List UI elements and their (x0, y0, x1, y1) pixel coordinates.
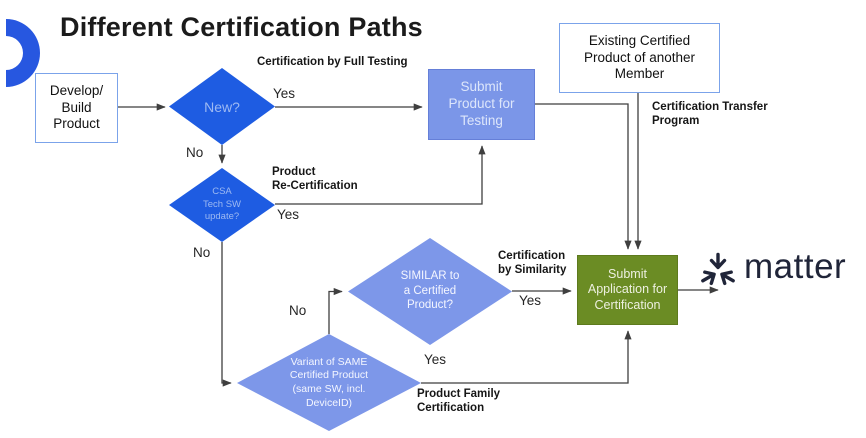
edge-label-no-variant: No (289, 303, 307, 318)
connector-variant-yes-to-application (421, 330, 632, 384)
edge-label-yes-similar: Yes (519, 293, 542, 308)
connector-csa-yes-to-testing (275, 145, 486, 205)
edge-label-no-new: No (186, 145, 204, 160)
existing-certified-product-label: Existing Certified Product of another Me… (583, 32, 696, 82)
page-title: Different Certification Paths (60, 12, 423, 42)
csa-sw-update-diamond (169, 168, 275, 242)
edge-label-transfer-program: Certification Transfer Program (652, 101, 768, 128)
develop-build-product-label: Develop/ Build Product (49, 82, 104, 132)
connector-testing-to-application (535, 103, 632, 250)
edge-label-recertification: Product Re-Certification (272, 166, 358, 193)
similar-product-label: SIMILAR to a Certified Product? (400, 269, 460, 312)
submit-product-testing-label: Submit Product for Testing (448, 79, 515, 128)
existing-certified-product-node: Existing Certified Product of another Me… (559, 23, 720, 93)
edge-label-product-family: Product Family Certification (417, 388, 501, 415)
edge-label-yes-variant: Yes (424, 352, 447, 367)
variant-same-product-diamond (237, 334, 421, 431)
corner-arc-logo-icon (6, 19, 40, 87)
variant-same-product-label: Variant of SAME Certified Product (same … (289, 355, 369, 409)
matter-logo-icon (701, 252, 735, 286)
edge-label-full-testing: Certification by Full Testing (257, 56, 408, 68)
new-decision-diamond (169, 68, 275, 145)
submit-application-label: Submit Application for Certification (587, 266, 668, 312)
develop-build-product-node: Develop/ Build Product (35, 73, 118, 143)
edge-label-no-csa: No (193, 245, 211, 260)
connector-csa-no-to-variant (221, 242, 232, 387)
similar-product-diamond (348, 238, 512, 345)
submit-application-node: Submit Application for Certification (577, 255, 678, 325)
connector-variant-no-to-similar (328, 287, 343, 334)
submit-product-testing-node: Submit Product for Testing (428, 69, 535, 140)
edge-label-yes-new: Yes (273, 86, 296, 101)
new-decision-label: New? (204, 99, 240, 115)
matter-wordmark: matter (744, 247, 847, 286)
edge-label-yes-csa: Yes (277, 207, 300, 222)
csa-sw-update-label: CSA Tech SW update? (202, 185, 241, 223)
edge-label-by-similarity: Certification by Similarity (498, 250, 567, 277)
